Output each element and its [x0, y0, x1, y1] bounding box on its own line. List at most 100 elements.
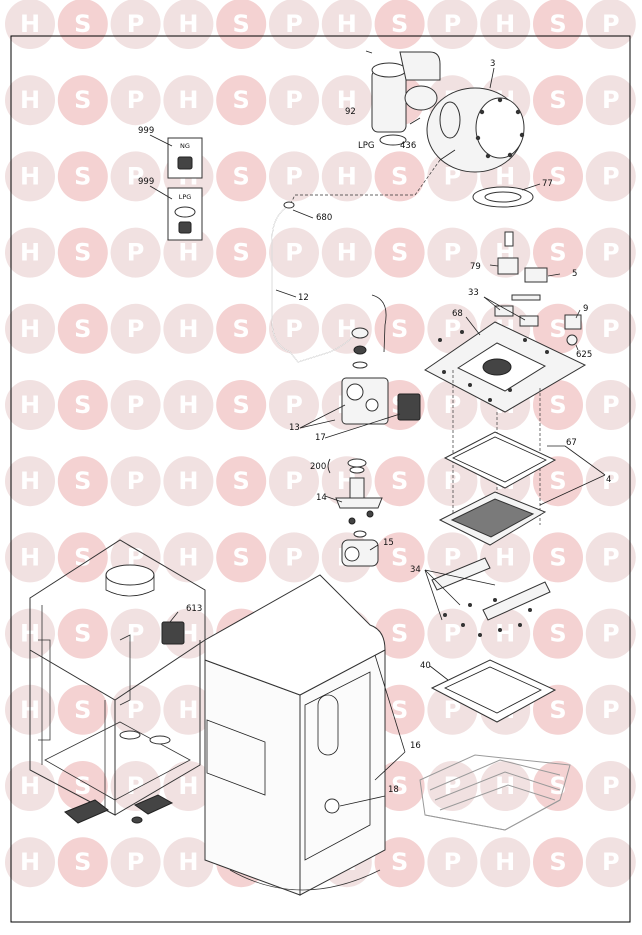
watermark-letter: P — [127, 543, 145, 571]
watermark-circle — [533, 227, 583, 278]
watermark-letter: P — [127, 620, 145, 648]
watermark-circle — [57, 75, 108, 126]
watermark-circle — [57, 456, 108, 507]
watermark-letter: P — [602, 10, 620, 38]
watermark-letter: S — [74, 239, 91, 267]
watermark-letter: S — [74, 162, 91, 190]
watermark-circle — [57, 227, 108, 278]
screw-icon — [468, 603, 472, 607]
component-613 — [161, 621, 185, 645]
watermark-letter: P — [602, 467, 620, 495]
watermark-circle — [533, 684, 583, 735]
watermark-circle — [5, 303, 55, 354]
watermark-circle — [533, 75, 583, 126]
watermark-circle — [533, 0, 583, 49]
watermark-letter: S — [233, 391, 250, 419]
watermark-letter: S — [391, 696, 408, 724]
watermark-circle — [57, 151, 108, 202]
watermark-circle — [216, 456, 267, 507]
watermark-circle — [163, 75, 214, 126]
watermark-circle — [427, 227, 478, 278]
watermark-circle — [374, 227, 425, 278]
watermark-circle — [216, 75, 267, 126]
watermark-letter: S — [74, 467, 91, 495]
watermark-letter: S — [233, 86, 250, 114]
watermark-letter: P — [285, 239, 303, 267]
gasket-67 — [443, 431, 557, 489]
watermark-circle — [585, 303, 636, 354]
inset-lpg-tag: LPG — [179, 193, 192, 201]
watermark-letter: P — [285, 162, 303, 190]
watermark-circle — [57, 0, 108, 49]
watermark-circle — [585, 456, 636, 507]
gasket-77 — [472, 183, 541, 208]
watermark-circle — [585, 75, 636, 126]
label-12: 12 — [298, 293, 309, 303]
watermark-letter: H — [337, 86, 357, 114]
watermark-letter: H — [20, 543, 40, 571]
inset-ng-tag: NG — [180, 142, 190, 150]
watermark-circle — [5, 761, 55, 811]
screw-icon — [485, 153, 491, 159]
diagram-frame — [10, 35, 631, 923]
watermark-circle — [533, 761, 583, 811]
watermark-circle — [57, 303, 108, 354]
watermark-letter: S — [74, 543, 91, 571]
watermark-letter: P — [127, 772, 145, 800]
watermark-letter: P — [285, 543, 303, 571]
watermark-circle — [163, 684, 214, 735]
watermark-letter: H — [337, 239, 357, 267]
watermark-letter: S — [391, 315, 408, 343]
electrode-79 — [497, 257, 519, 275]
watermark-letter: S — [549, 239, 566, 267]
screw-icon — [475, 135, 481, 141]
watermark-circle — [374, 608, 425, 659]
watermark-circle — [216, 303, 267, 354]
watermark-letter: P — [127, 696, 145, 724]
watermark-letter: H — [178, 239, 198, 267]
watermark-circle — [427, 608, 478, 659]
watermark-circle — [374, 761, 425, 811]
watermark-letter: P — [444, 315, 462, 343]
watermark-circle — [110, 303, 161, 354]
label-625: 625 — [576, 350, 592, 360]
watermark-letter: H — [178, 86, 198, 114]
watermark-circle — [5, 456, 55, 507]
watermark-letter: H — [495, 848, 515, 876]
watermark-letter: S — [391, 772, 408, 800]
watermark-circle — [216, 227, 267, 278]
screw-icon — [468, 383, 472, 387]
watermark-circle — [374, 303, 425, 354]
watermark-letter: S — [74, 848, 91, 876]
watermark-letter: H — [178, 315, 198, 343]
watermark-letter: S — [549, 10, 566, 38]
watermark-letter: S — [74, 86, 91, 114]
part-9 — [564, 314, 582, 330]
watermark-circle — [585, 761, 636, 811]
watermark-circle — [533, 456, 583, 507]
watermark-letter: P — [444, 620, 462, 648]
watermark-circle — [533, 380, 583, 430]
watermark-circle — [110, 380, 161, 430]
watermark-circle — [57, 532, 108, 583]
watermark-letter: S — [549, 315, 566, 343]
watermark-letter: S — [549, 391, 566, 419]
watermark-circle — [163, 837, 214, 888]
screw-icon — [461, 623, 465, 627]
screw-icon — [460, 330, 464, 334]
watermark-letter: S — [233, 543, 250, 571]
watermark-circle — [374, 151, 425, 202]
watermark-circle — [269, 227, 319, 278]
watermark-letter: H — [337, 162, 357, 190]
watermark-letter: H — [20, 10, 40, 38]
watermark-circle — [5, 0, 55, 49]
watermark-circle — [110, 0, 161, 49]
watermark-circle — [533, 608, 583, 659]
watermark-circle — [163, 380, 214, 430]
watermark-letter: P — [127, 391, 145, 419]
label-680: 680 — [316, 213, 332, 223]
label-4: 4 — [606, 475, 611, 485]
inset-lpg: LPG 999 — [138, 177, 203, 241]
chassis-frame — [29, 539, 206, 816]
watermark-letter: P — [602, 543, 620, 571]
